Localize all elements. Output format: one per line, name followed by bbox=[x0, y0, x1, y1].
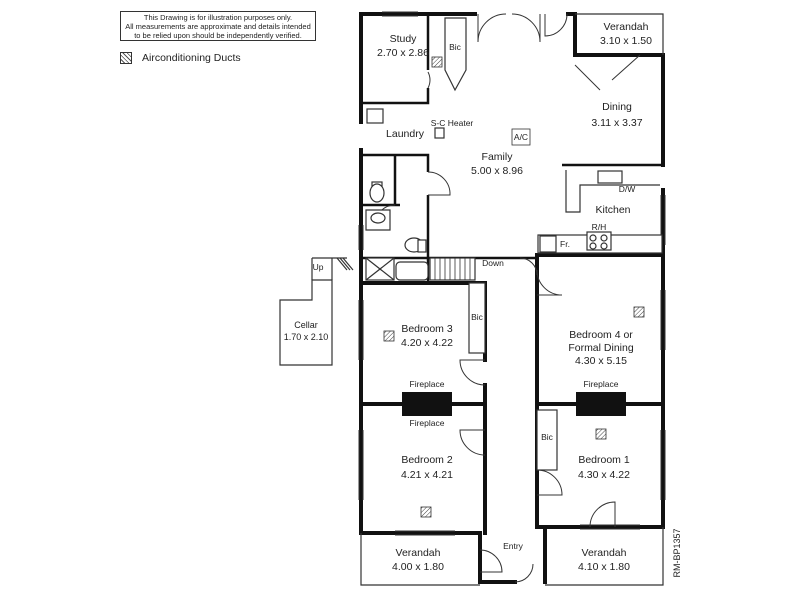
dining-size: 3.11 x 3.37 bbox=[591, 117, 642, 129]
outline-thin bbox=[279, 13, 664, 586]
room-labels: Study 2.70 x 2.86 Verandah 3.10 x 1.50 D… bbox=[284, 21, 652, 573]
duct-hatch-icon bbox=[383, 330, 395, 342]
up-label: Up bbox=[313, 262, 324, 272]
bedroom2-size: 4.21 x 4.21 bbox=[401, 469, 453, 481]
verandah-se-size: 4.10 x 1.80 bbox=[578, 561, 630, 573]
cellar-size: 1.70 x 2.10 bbox=[284, 332, 329, 342]
disclaimer-line: All measurements are approximate and det… bbox=[125, 22, 311, 31]
disclaimer-line: to be relied upon should be independentl… bbox=[134, 31, 302, 40]
sc-heater-label: S-C Heater bbox=[431, 118, 474, 128]
rh-label: R/H bbox=[592, 222, 607, 232]
built-ins bbox=[365, 17, 663, 471]
bedroom4-name-2: Formal Dining bbox=[568, 342, 634, 354]
verandah-sw-size: 4.00 x 1.80 bbox=[392, 561, 444, 573]
duct-hatch-icon bbox=[633, 306, 645, 318]
annotation-labels: Bic Bic Bic S-C Heater A/C D/W R/H Fr. U… bbox=[313, 42, 682, 578]
fireplace-label: Fireplace bbox=[584, 379, 619, 389]
bedroom1-name: Bedroom 1 bbox=[578, 454, 630, 466]
cellar-name: Cellar bbox=[294, 320, 318, 330]
down-label: Down bbox=[482, 258, 504, 268]
duct-markers bbox=[383, 56, 645, 518]
bedroom1-size: 4.30 x 4.22 bbox=[578, 469, 630, 481]
duct-hatch-icon bbox=[431, 56, 443, 68]
windows bbox=[358, 11, 666, 536]
ac-label: A/C bbox=[514, 132, 528, 142]
verandah-ne-size: 3.10 x 1.50 bbox=[600, 35, 652, 47]
disclaimer-line: This Drawing is for illustration purpose… bbox=[143, 13, 293, 22]
disclaimer-box: This Drawing is for illustration purpose… bbox=[120, 11, 316, 41]
bic-label: Bic bbox=[541, 432, 554, 442]
fridge-label: Fr. bbox=[560, 239, 570, 249]
study-name: Study bbox=[390, 33, 418, 45]
fireplace-label: Fireplace bbox=[410, 418, 445, 428]
kitchen-name: Kitchen bbox=[595, 204, 630, 216]
duct-hatch-icon bbox=[120, 52, 132, 64]
study-size: 2.70 x 2.86 bbox=[377, 47, 429, 59]
bic-label: Bic bbox=[449, 42, 462, 52]
bic-label: Bic bbox=[471, 312, 484, 322]
fireplace-bedroom4-1 bbox=[576, 392, 626, 416]
entry-label: Entry bbox=[503, 541, 524, 551]
drawing-reference: RM-BP1357 bbox=[672, 528, 682, 577]
stair-treads bbox=[434, 258, 471, 280]
bedroom3-name: Bedroom 3 bbox=[401, 323, 453, 335]
duct-hatch-icon bbox=[420, 506, 432, 518]
dining-name: Dining bbox=[602, 101, 632, 113]
fireplace-label: Fireplace bbox=[410, 379, 445, 389]
verandah-se-name: Verandah bbox=[582, 547, 627, 559]
family-name: Family bbox=[482, 151, 514, 163]
bedroom3-size: 4.20 x 4.22 bbox=[401, 337, 453, 349]
duct-hatch-icon bbox=[595, 428, 607, 440]
ac-unit bbox=[511, 128, 531, 146]
exterior-walls bbox=[359, 12, 665, 584]
family-size: 5.00 x 8.96 bbox=[471, 165, 523, 177]
dw-label: D/W bbox=[619, 184, 636, 194]
bedroom2-name: Bedroom 2 bbox=[401, 454, 453, 466]
legend-label: Airconditioning Ducts bbox=[142, 52, 241, 64]
doors bbox=[374, 13, 641, 583]
legend: Airconditioning Ducts bbox=[120, 52, 241, 64]
verandah-sw-name: Verandah bbox=[396, 547, 441, 559]
verandah-ne-name: Verandah bbox=[604, 21, 649, 33]
fireplace-bedroom3-2 bbox=[402, 392, 452, 416]
bedroom4-size: 4.30 x 5.15 bbox=[575, 355, 627, 367]
laundry-name: Laundry bbox=[386, 128, 425, 140]
bedroom4-name-1: Bedroom 4 or bbox=[569, 329, 633, 341]
